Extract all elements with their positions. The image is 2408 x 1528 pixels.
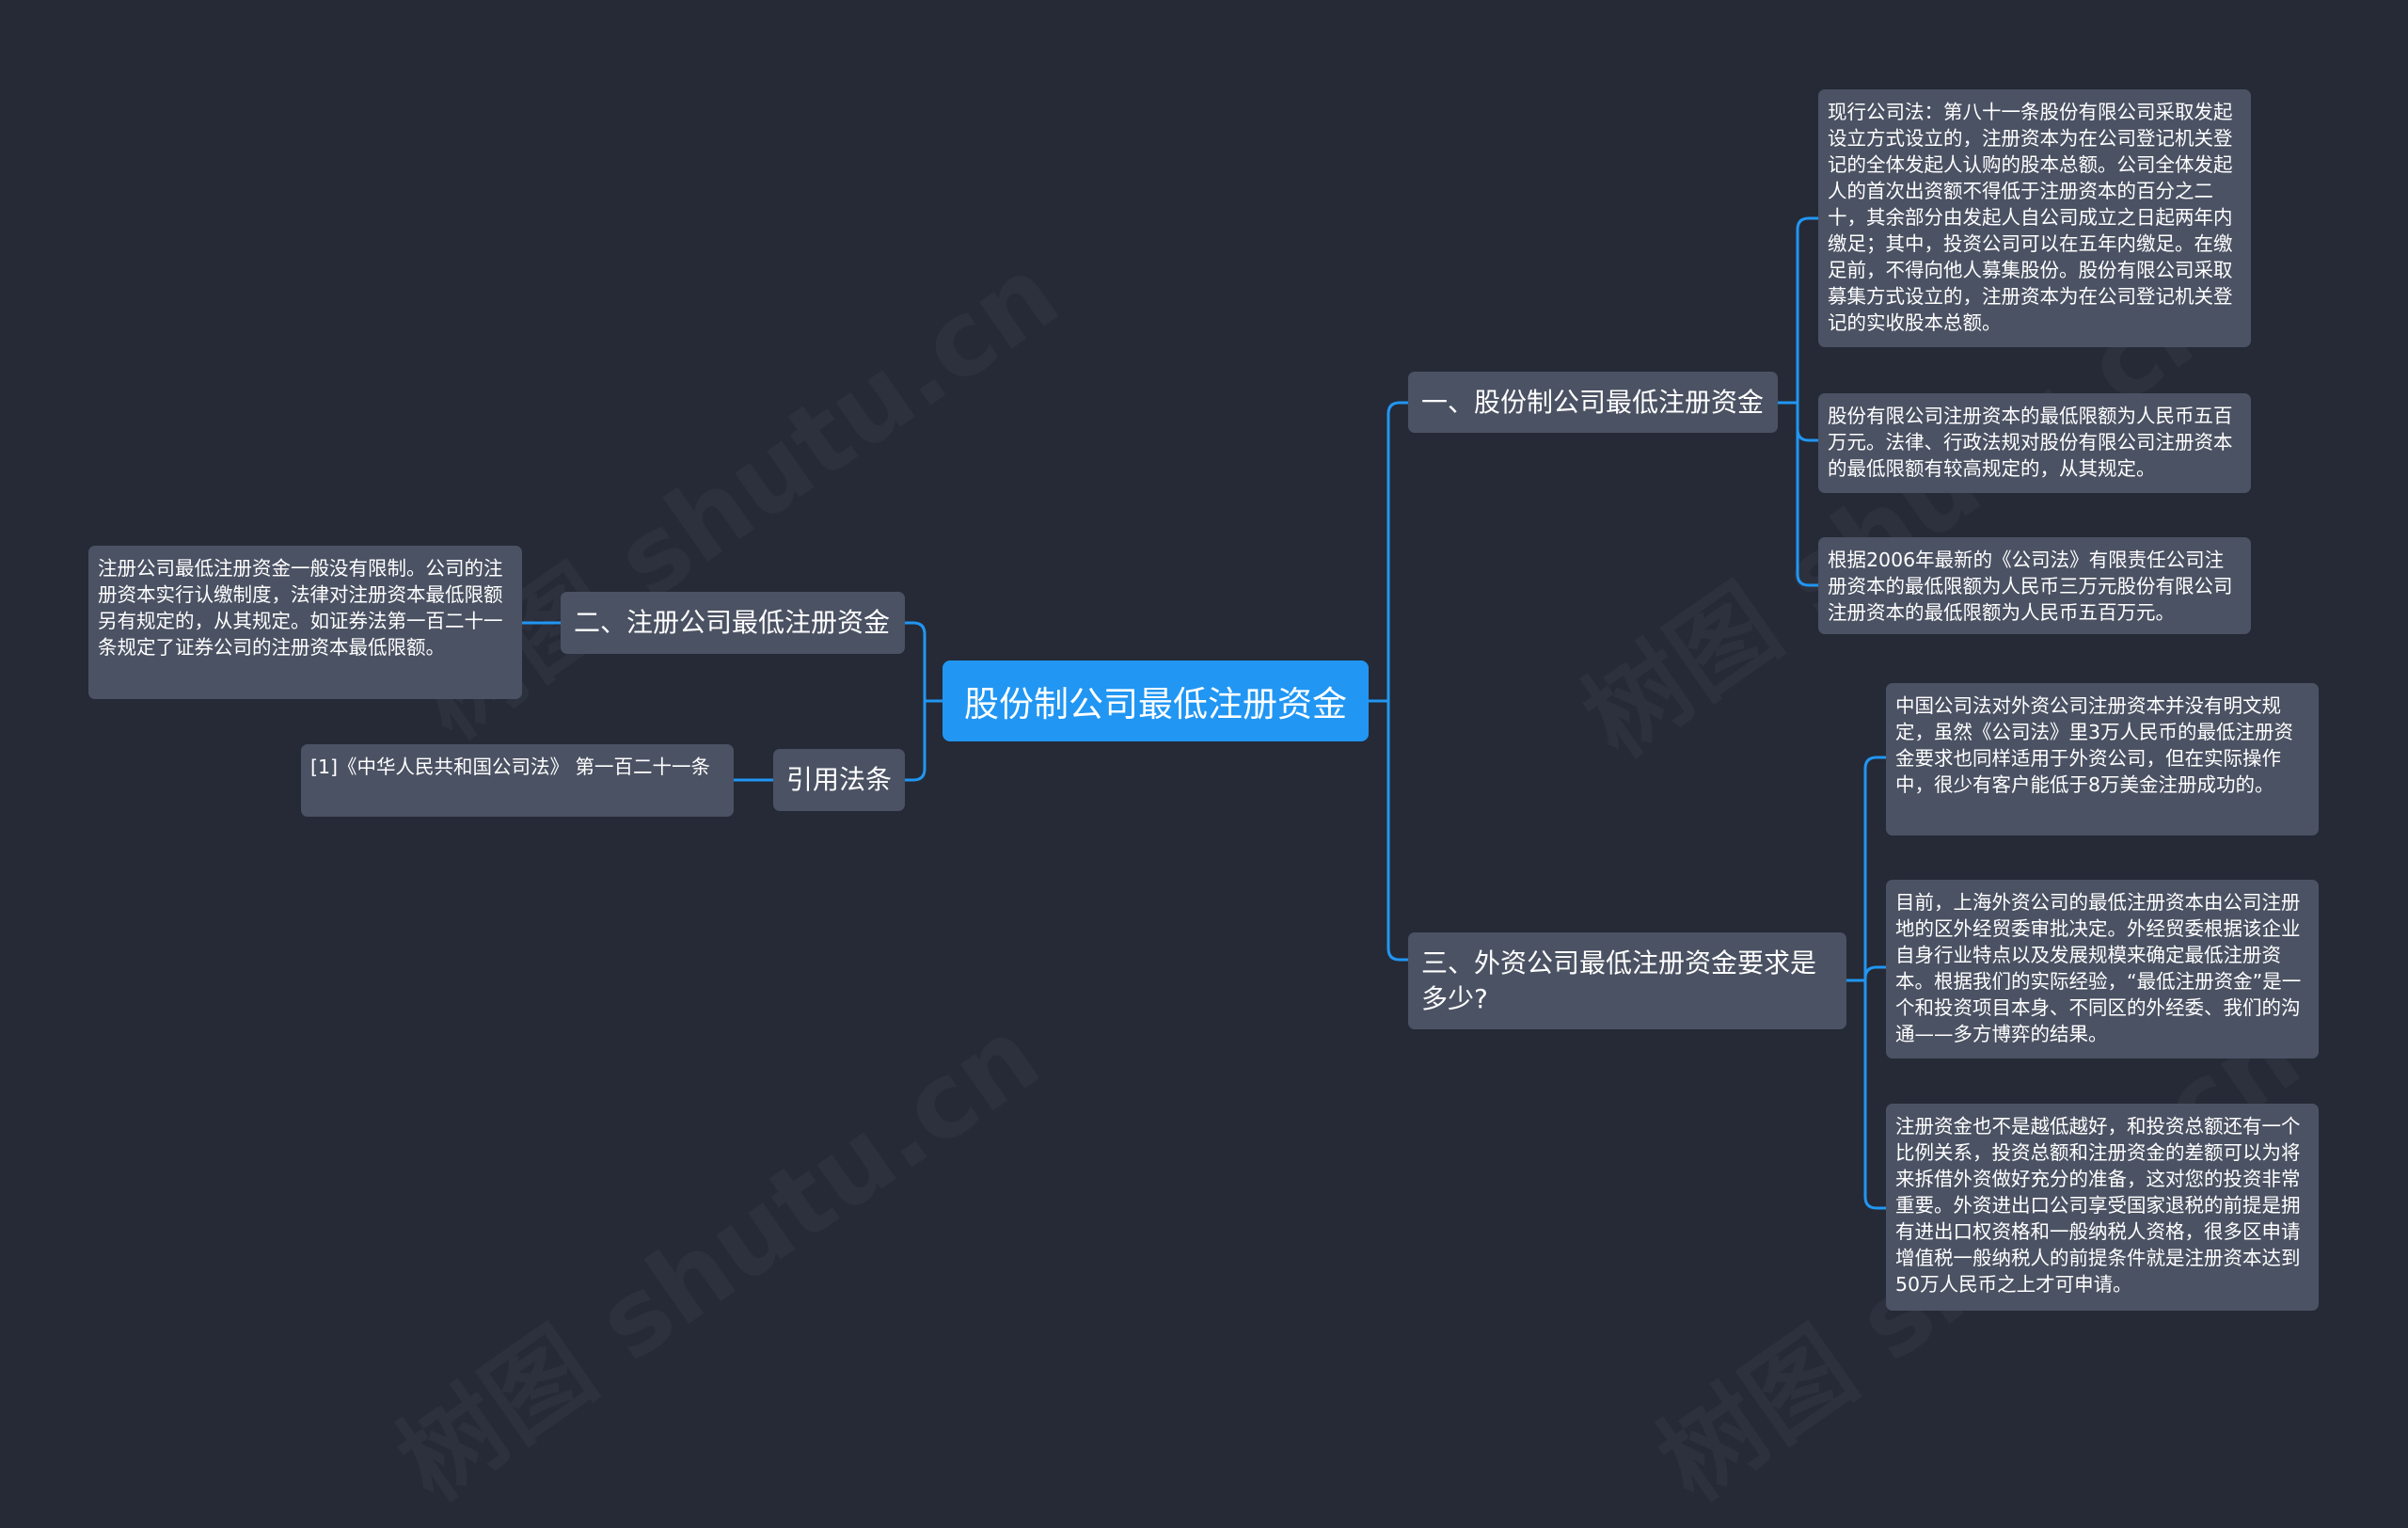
branch-topic-register-company[interactable]: 二、注册公司最低注册资金: [561, 592, 905, 654]
branch-topic-label: 二、注册公司最低注册资金: [574, 607, 891, 638]
leaf-topic-current-law[interactable]: 现行公司法：第八十一条股份有限公司采取发起设立方式设立的，注册资本为在公司登记机…: [1818, 89, 2251, 347]
connector-b1-leaves: [1778, 216, 1818, 587]
leaf-text: 根据2006年最新的《公司法》有限责任公司注册资本的最低限额为人民币三万元股份有…: [1828, 549, 2233, 624]
leaf-text: 现行公司法：第八十一条股份有限公司采取发起设立方式设立的，注册资本为在公司登记机…: [1828, 101, 2233, 334]
leaf-text: 中国公司法对外资公司注册资本并没有明文规定，虽然《公司法》里3万人民币的最低注册…: [1895, 694, 2294, 796]
leaf-text: 股份有限公司注册资本的最低限额为人民币五百万元。法律、行政法规对股份有限公司注册…: [1828, 405, 2233, 480]
leaf-text: 注册资金也不是越低越好，和投资总额还有一个比例关系，投资总额和注册资金的差额可以…: [1895, 1115, 2301, 1296]
leaf-text: [1]《中华人民共和国公司法》 第一百二十一条: [310, 756, 711, 778]
connector-lines: [522, 216, 1886, 1210]
root-topic-label: 股份制公司最低注册资金: [964, 684, 1347, 724]
leaf-topic-minimum-5m[interactable]: 股份有限公司注册资本的最低限额为人民币五百万元。法律、行政法规对股份有限公司注册…: [1818, 393, 2251, 493]
leaf-text: 注册公司最低注册资金一般没有限制。公司的注册资本实行认缴制度，法律对注册资本最低…: [98, 557, 503, 659]
branch-topic-label: 一、股份制公司最低注册资金: [1421, 386, 1765, 418]
connector-b3-leaves: [1846, 756, 1886, 1210]
leaf-topic-not-lower-better[interactable]: 注册资金也不是越低越好，和投资总额还有一个比例关系，投资总额和注册资金的差额可以…: [1886, 1104, 2319, 1311]
connector-root-right: [1369, 401, 1408, 962]
leaf-topic-foreign-law[interactable]: 中国公司法对外资公司注册资本并没有明文规定，虽然《公司法》里3万人民币的最低注册…: [1886, 683, 2319, 836]
branch-topic-label: 引用法条: [786, 764, 893, 795]
branch-topic-citations[interactable]: 引用法条: [773, 749, 905, 811]
branch-topic-label: 三、外资公司最低注册资金要求是多少?: [1421, 947, 1817, 1014]
mind-map-canvas: 树图 shutu.cn 树图 shutu.cn 树图 shutu.cn 树图 s…: [88, 89, 2319, 1311]
leaf-topic-citation-1[interactable]: [1]《中华人民共和国公司法》 第一百二十一条: [301, 744, 734, 817]
leaf-topic-no-limit[interactable]: 注册公司最低注册资金一般没有限制。公司的注册资本实行认缴制度，法律对注册资本最低…: [88, 546, 522, 699]
branch-topic-stock-company[interactable]: 一、股份制公司最低注册资金: [1408, 372, 1778, 433]
root-topic[interactable]: 股份制公司最低注册资金: [943, 661, 1369, 741]
connector-root-left: [905, 621, 943, 782]
leaf-topic-2006-law[interactable]: 根据2006年最新的《公司法》有限责任公司注册资本的最低限额为人民币三万元股份有…: [1818, 537, 2251, 634]
leaf-topic-shanghai[interactable]: 目前，上海外资公司的最低注册资本由公司注册地的区外经贸委审批决定。外经贸委根据该…: [1886, 880, 2319, 1058]
leaf-text: 目前，上海外资公司的最低注册资本由公司注册地的区外经贸委审批决定。外经贸委根据该…: [1895, 891, 2302, 1045]
branch-topic-foreign-company[interactable]: 三、外资公司最低注册资金要求是多少?: [1408, 932, 1846, 1029]
